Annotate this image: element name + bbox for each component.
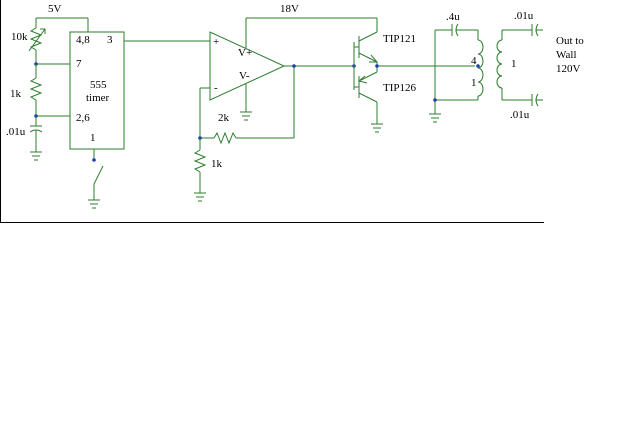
pin-7-label: 7 <box>76 58 82 70</box>
opamp-output-wire <box>284 64 356 68</box>
pin-48-label: 4,8 <box>76 34 90 46</box>
capacitor-out-bottom: .01u <box>502 93 543 121</box>
switch-contact <box>92 158 96 162</box>
output-label: Out to Wall 120V <box>556 35 584 75</box>
res-2k-label: 2k <box>218 112 230 124</box>
res-1k-timer-label: 1k <box>10 88 22 100</box>
junction-emitters <box>375 64 379 68</box>
capacitor-out-top: .01u <box>502 10 543 37</box>
ic-555-timer: 4,8 3 7 555 timer 2,6 1 <box>69 31 125 150</box>
transistor-bottom-label: TIP126 <box>383 82 417 94</box>
transistor-tip126: TIP126 <box>354 71 417 103</box>
capacitor-01u-timer: .01u <box>6 116 43 152</box>
emitter-output-wire <box>375 62 475 72</box>
out-label-line2: Wall <box>556 49 577 61</box>
transformer-secondary: 1 <box>496 30 517 100</box>
pin-26-label: 2,6 <box>76 112 90 124</box>
opamp-ground <box>240 84 252 121</box>
transformer-primary: 4 1 <box>471 39 484 100</box>
res-1k-gain-label: 1k <box>211 158 223 170</box>
supply-5v-label: 5V <box>48 3 62 15</box>
pin7-wire <box>34 62 70 66</box>
pin-1-label: 1 <box>90 132 96 144</box>
cap-out-top-label: .01u <box>514 10 534 22</box>
transistor-ground <box>371 102 383 133</box>
turns-primary-bottom: 1 <box>471 77 477 89</box>
schematic-border <box>0 0 544 223</box>
cap-4u-label: .4u <box>446 11 460 23</box>
junction-tank-ground <box>433 98 437 102</box>
primary-tap <box>476 64 480 68</box>
pin26-wire <box>34 114 70 118</box>
opamp-plus-label: + <box>213 36 219 48</box>
ic-name-line2: timer <box>86 92 110 104</box>
cap-01u-timer-label: .01u <box>6 126 26 138</box>
supply-18v-node: 18V <box>245 3 378 48</box>
transistor-tip121: TIP121 <box>353 31 416 90</box>
transistor-top-label: TIP121 <box>383 33 416 45</box>
ic-name-line1: 555 <box>90 79 107 91</box>
pin-3-label: 3 <box>107 34 113 46</box>
supply-5v-node: 5V <box>36 3 89 32</box>
opamp-vplus-label: V+ <box>238 47 252 59</box>
capacitor-4u: .4u <box>435 11 479 40</box>
opamp-vminus-label: V- <box>239 70 250 82</box>
turns-primary-top: 4 <box>471 55 477 67</box>
resistor-1k-timer: 1k <box>10 64 43 116</box>
op-amp: + - V+ V- <box>209 31 286 101</box>
switch-and-ground <box>88 149 104 209</box>
pot-10k-label: 10k <box>11 31 28 43</box>
junction-opamp-out <box>292 64 296 68</box>
out-label-line3: 120V <box>556 63 581 75</box>
feedback-network: 2k <box>198 66 295 145</box>
ground-timer-cap <box>30 151 42 161</box>
opamp-minus-label: - <box>214 82 218 94</box>
out-label-line1: Out to <box>556 35 584 47</box>
turns-secondary: 1 <box>511 58 517 70</box>
supply-18v-label: 18V <box>280 3 299 15</box>
tank-ground-rail <box>429 30 478 123</box>
resistor-1k-gain: 1k <box>193 138 223 202</box>
potentiometer-10k: 10k <box>11 18 46 64</box>
cap-out-bottom-label: .01u <box>510 109 530 121</box>
